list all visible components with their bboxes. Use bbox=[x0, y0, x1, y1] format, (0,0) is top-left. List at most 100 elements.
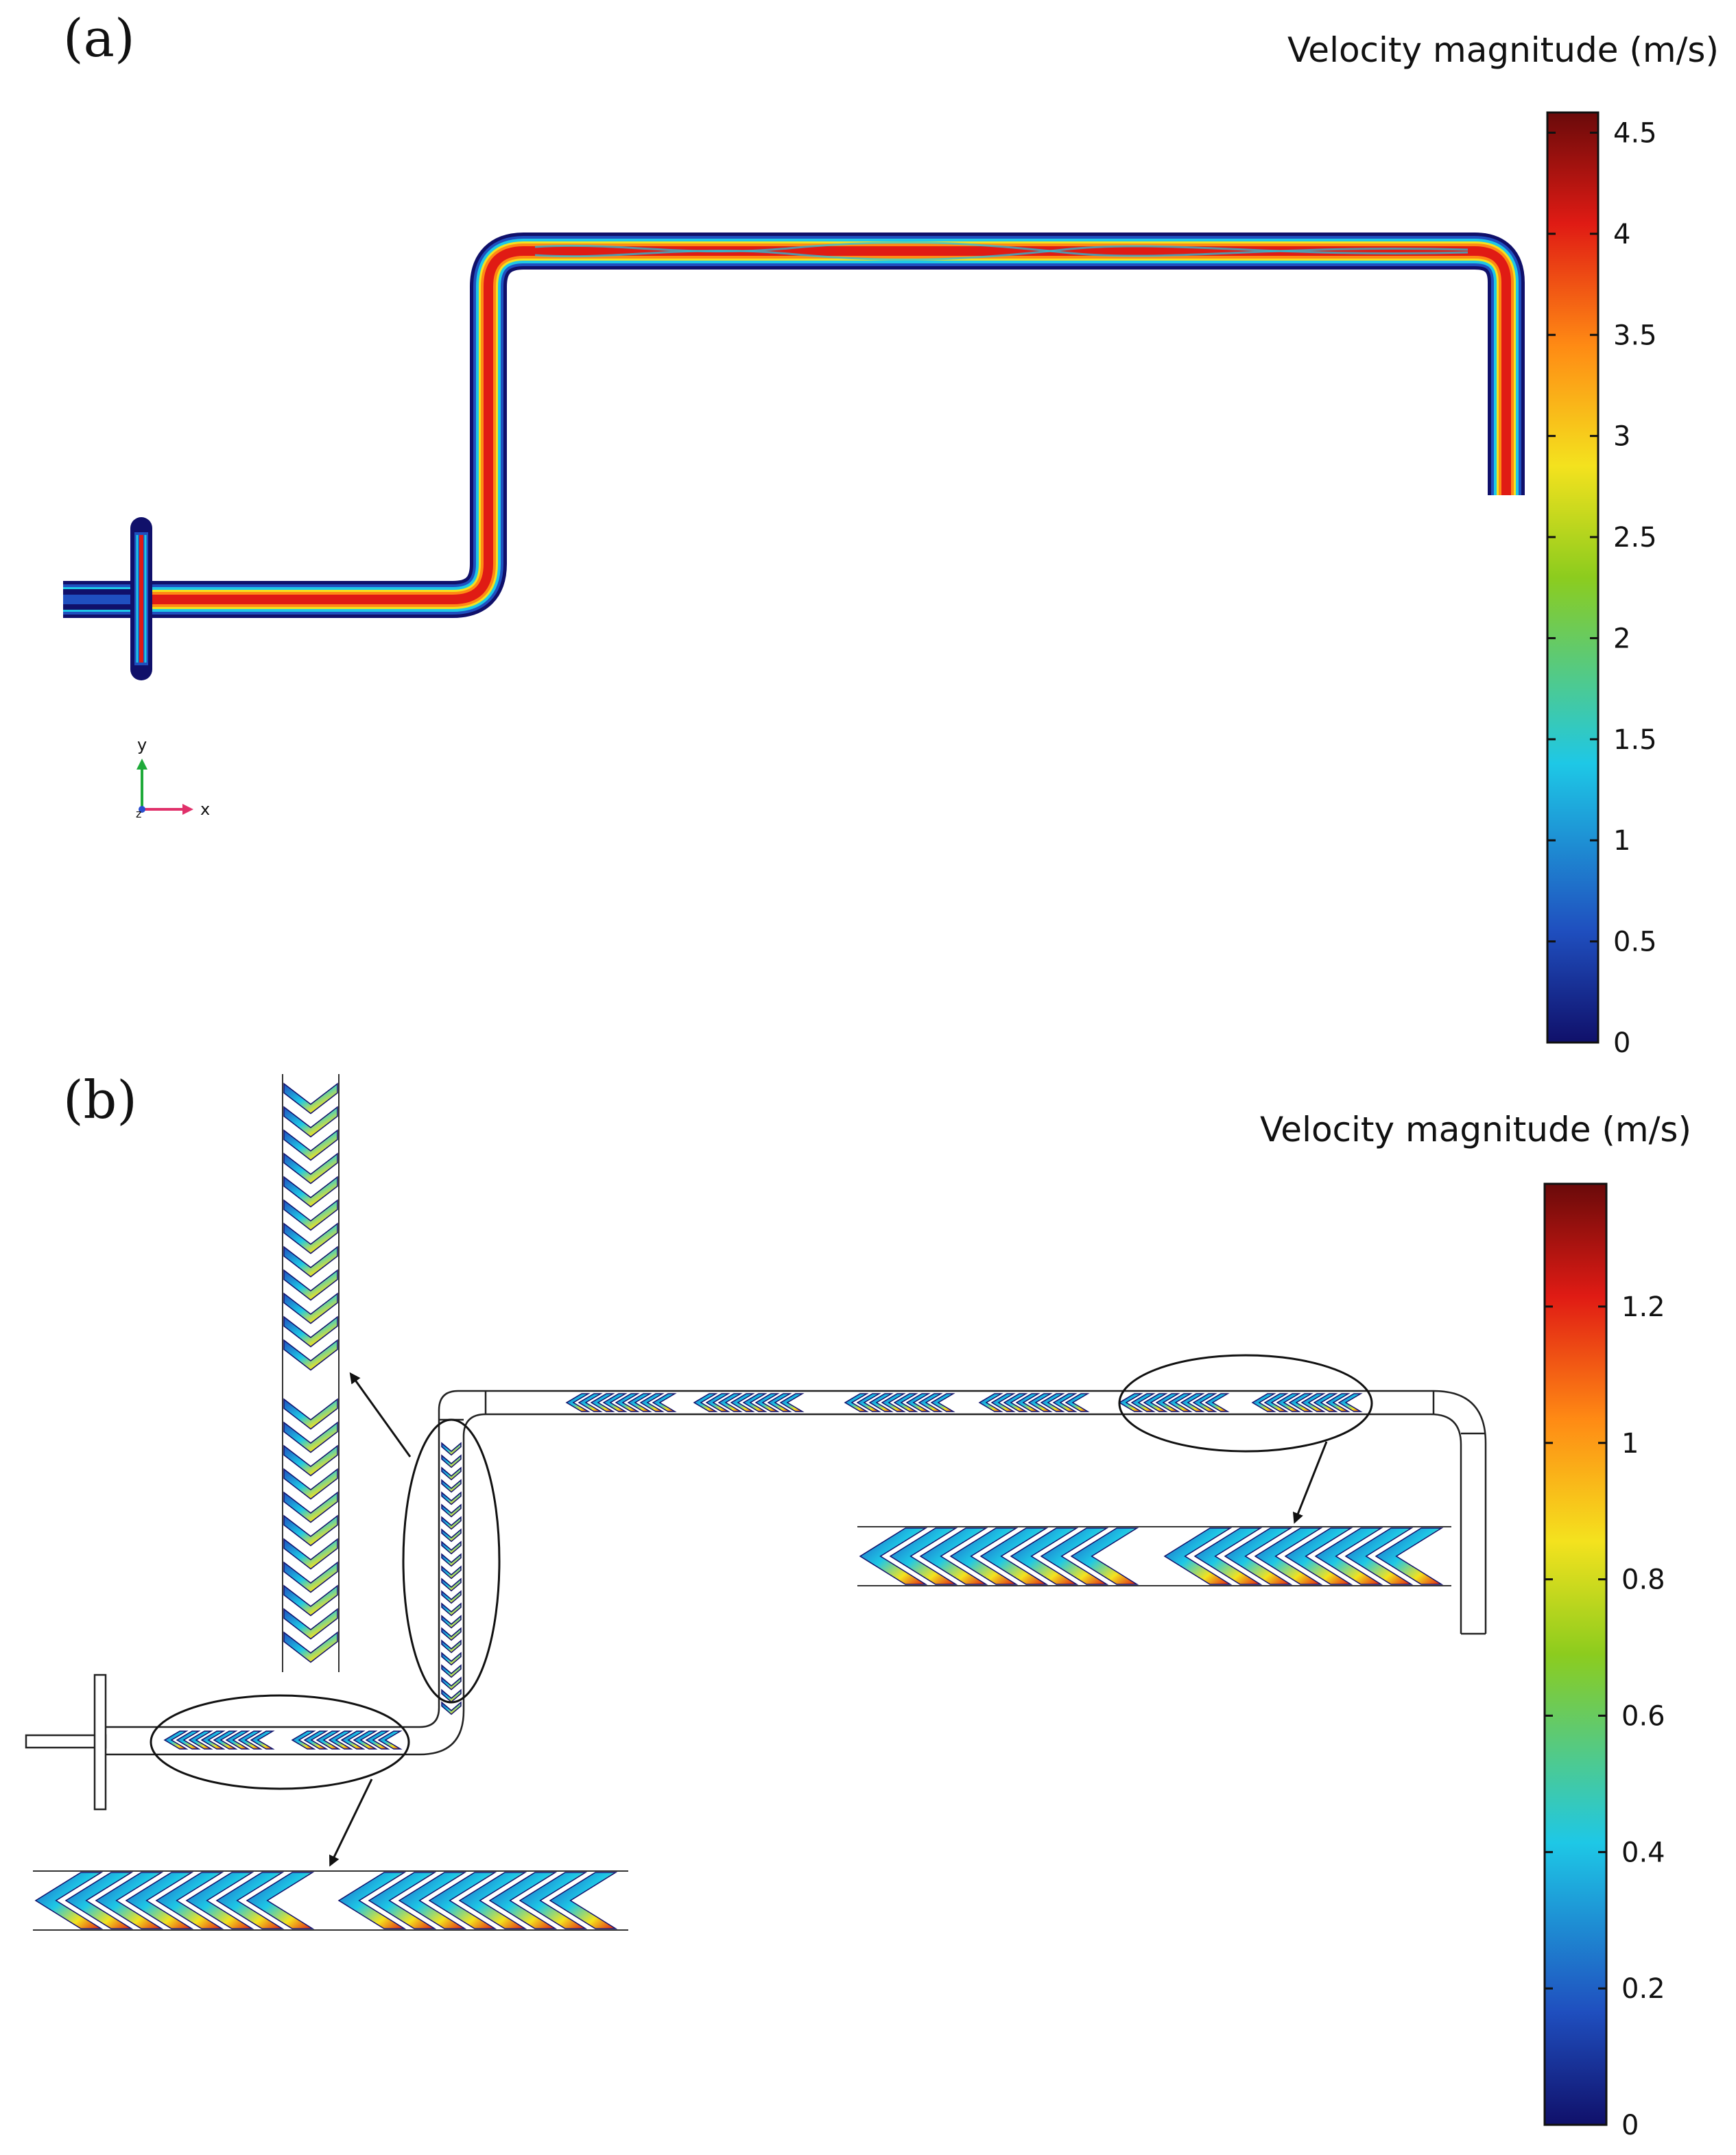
chevron-element bbox=[441, 1615, 462, 1629]
chevron-element bbox=[1052, 1393, 1078, 1412]
colorbar-a-tick-label: 1 bbox=[1613, 825, 1630, 857]
chevron-element bbox=[565, 1393, 591, 1412]
chevron-element bbox=[441, 1639, 462, 1654]
chevron-element bbox=[730, 1393, 755, 1412]
chevron-element bbox=[652, 1393, 677, 1412]
chevron-element bbox=[859, 1527, 928, 1585]
colorbar-b-ticks: 1.210.80.60.40.20 bbox=[1545, 1291, 1665, 2141]
chevron-element bbox=[283, 1631, 338, 1663]
chevron-element bbox=[1313, 1393, 1338, 1412]
chevron-element bbox=[905, 1393, 931, 1412]
chevron-element bbox=[1015, 1393, 1041, 1412]
chevron-element bbox=[377, 1730, 403, 1750]
colorbar-a-tick-label: 2 bbox=[1613, 623, 1630, 654]
chevron-element bbox=[978, 1393, 1003, 1412]
chevron-element bbox=[1040, 1393, 1065, 1412]
chevron-element bbox=[1276, 1393, 1301, 1412]
chevron-element bbox=[246, 1872, 315, 1929]
chevron-element bbox=[1325, 1393, 1351, 1412]
chevron-mixer-elements bbox=[34, 1082, 1444, 1929]
chevron-element bbox=[1254, 1527, 1323, 1585]
chevron-element bbox=[283, 1468, 338, 1500]
chevron-element bbox=[441, 1689, 462, 1703]
chevron-element bbox=[64, 1872, 134, 1929]
colorbar-a-ticks: 4.543.532.521.510.50 bbox=[1547, 117, 1657, 1059]
chevron-element bbox=[283, 1176, 338, 1208]
chevron-element bbox=[1040, 1527, 1109, 1585]
colorbar-b-tick-label: 1 bbox=[1621, 1428, 1639, 1460]
chevron-element bbox=[590, 1393, 615, 1412]
chevron-element bbox=[441, 1479, 462, 1493]
chevron-element bbox=[441, 1516, 462, 1530]
chevron-element bbox=[340, 1730, 366, 1750]
chevron-element bbox=[488, 1872, 558, 1929]
axis-x-label: x bbox=[200, 800, 210, 819]
zoom-inset-frames bbox=[33, 1074, 1451, 1931]
chevron-element bbox=[979, 1527, 1049, 1585]
chevron-element bbox=[441, 1565, 462, 1580]
chevron-element bbox=[283, 1129, 338, 1161]
colorbar-a-tick-label: 0 bbox=[1613, 1027, 1630, 1059]
chevron-element bbox=[283, 1398, 338, 1430]
chevron-element bbox=[283, 1561, 338, 1593]
colorbar-b-tick-label: 0 bbox=[1621, 2110, 1639, 2141]
chevron-element bbox=[283, 1339, 338, 1371]
chevron-element bbox=[918, 1393, 943, 1412]
chevron-element bbox=[693, 1393, 718, 1412]
panel-b: (b) Velocity magnitude (m/s) 1.210.80.60… bbox=[25, 1069, 1691, 2141]
chevron-element bbox=[283, 1269, 338, 1301]
chevron-element bbox=[519, 1872, 588, 1929]
chevron-element bbox=[767, 1393, 792, 1412]
colorbar-b-title: Velocity magnitude (m/s) bbox=[1260, 1110, 1691, 1150]
chevron-element bbox=[1167, 1393, 1193, 1412]
axis-y-label: y bbox=[137, 735, 147, 754]
chevron-element bbox=[1163, 1527, 1233, 1585]
colorbar-a-bar bbox=[1546, 111, 1600, 1044]
chevron-element bbox=[283, 1106, 338, 1138]
chevron-element bbox=[881, 1393, 906, 1412]
chevron-element bbox=[213, 1730, 238, 1750]
chevron-element bbox=[441, 1454, 462, 1468]
zoom-arrows bbox=[329, 1372, 1328, 1867]
chevron-element bbox=[200, 1730, 226, 1750]
chevron-element bbox=[1143, 1393, 1168, 1412]
chevron-element bbox=[1224, 1527, 1293, 1585]
chevron-element bbox=[283, 1292, 338, 1324]
chevron-element bbox=[441, 1664, 462, 1678]
chevron-element bbox=[990, 1393, 1016, 1412]
panel-a: (a) bbox=[63, 8, 1719, 1059]
chevron-element bbox=[1300, 1393, 1326, 1412]
chevron-element bbox=[283, 1608, 338, 1640]
chevron-element bbox=[441, 1627, 462, 1641]
chevron-element bbox=[441, 1701, 462, 1715]
chevron-element bbox=[188, 1730, 213, 1750]
chevron-element bbox=[441, 1528, 462, 1543]
chevron-element bbox=[34, 1872, 104, 1929]
chevron-element bbox=[225, 1730, 250, 1750]
axis-z-label: z bbox=[136, 807, 141, 820]
colorbar-b-tick-label: 0.8 bbox=[1621, 1564, 1665, 1596]
chevron-element bbox=[742, 1393, 768, 1412]
chevron-element bbox=[155, 1872, 224, 1929]
chevron-element bbox=[441, 1540, 462, 1555]
chevron-element bbox=[291, 1730, 316, 1750]
zoom-ellipses bbox=[150, 1354, 1373, 1790]
colorbar-a: Velocity magnitude (m/s) 4.543.532.521.5… bbox=[1287, 30, 1719, 1059]
panel-b-label: (b) bbox=[63, 1069, 137, 1130]
chevron-element bbox=[163, 1730, 189, 1750]
chevron-element bbox=[949, 1527, 1019, 1585]
panel-a-label: (a) bbox=[63, 8, 135, 69]
colorbar-a-tick-label: 0.5 bbox=[1613, 927, 1657, 958]
chevron-element bbox=[1375, 1527, 1444, 1585]
colorbar-a-tick-label: 3 bbox=[1613, 421, 1630, 453]
chevron-element bbox=[1337, 1393, 1363, 1412]
chevron-element bbox=[428, 1872, 497, 1929]
chevron-element bbox=[844, 1393, 869, 1412]
chevron-element bbox=[283, 1199, 338, 1231]
chevron-element bbox=[283, 1222, 338, 1254]
chevron-element bbox=[441, 1491, 462, 1505]
chevron-element bbox=[303, 1730, 329, 1750]
chevron-element bbox=[283, 1538, 338, 1570]
chevron-element bbox=[639, 1393, 665, 1412]
chevron-element bbox=[868, 1393, 894, 1412]
